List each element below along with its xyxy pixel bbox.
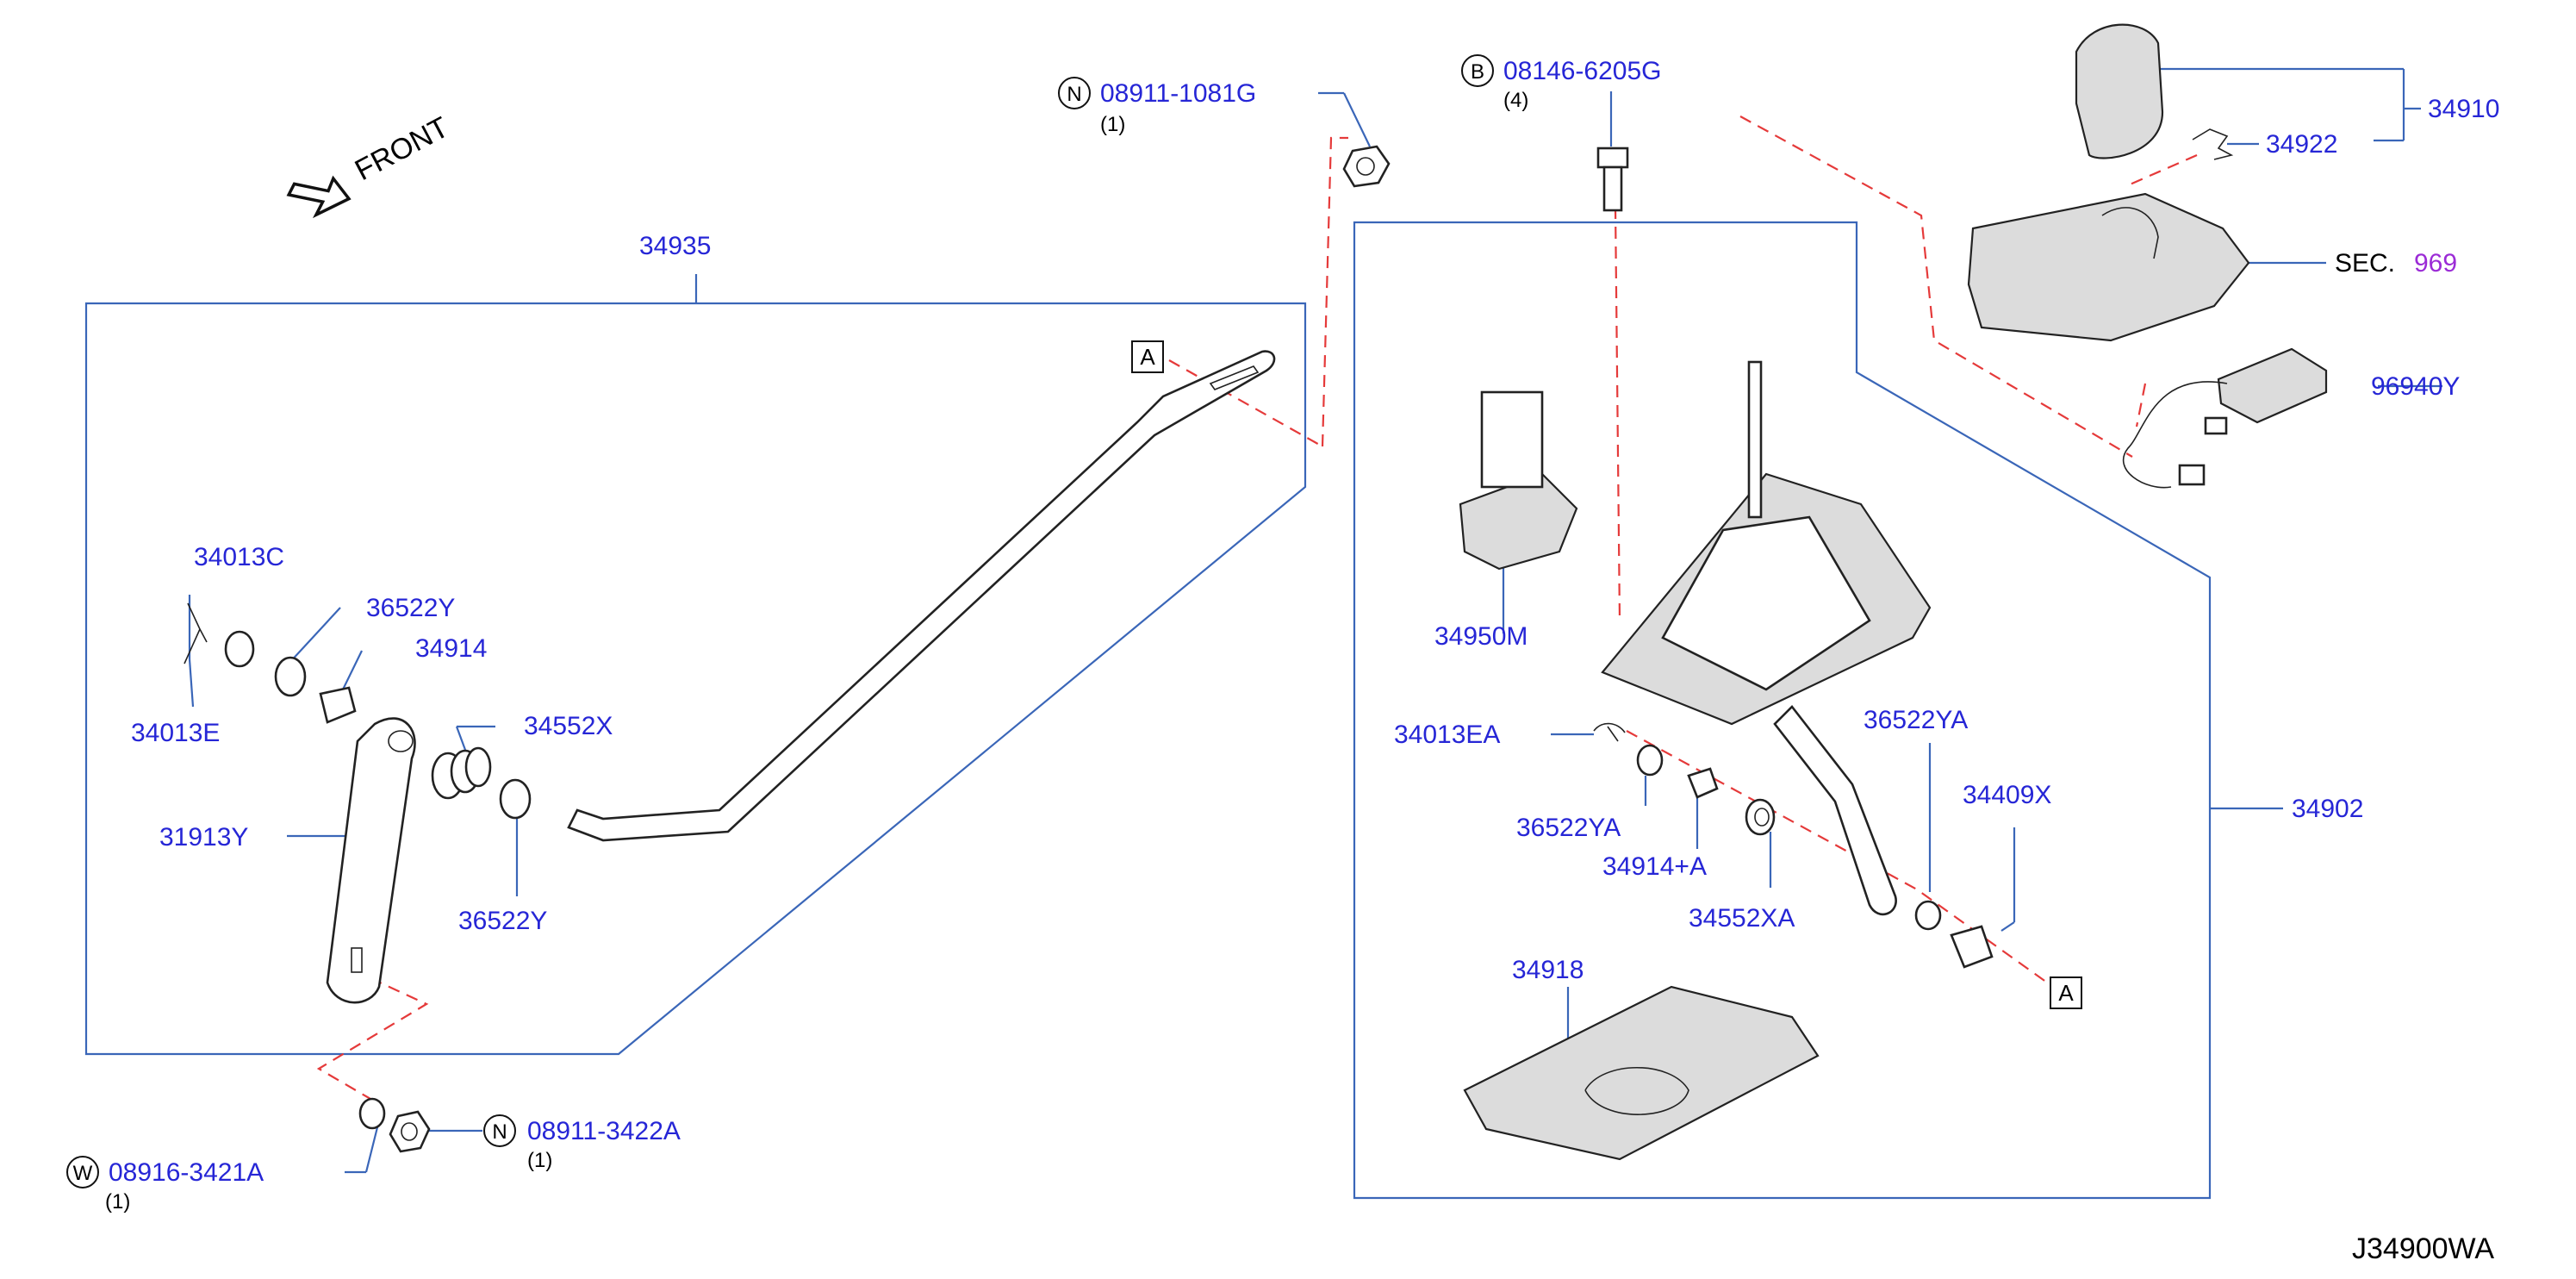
collar-34914-part[interactable]: [319, 686, 357, 724]
svg-text:N: N: [492, 1120, 507, 1144]
fastener-w1-label: 08916-3421A: [109, 1158, 264, 1187]
fastener-n1-label: 08911-1081G: [1100, 79, 1256, 108]
pin-34409x-part[interactable]: [1950, 925, 1994, 969]
part-label-34409x[interactable]: 34409X: [1963, 781, 2051, 809]
cover-34918-part[interactable]: [1463, 985, 1820, 1161]
rod-assembly-box: [84, 302, 1307, 1056]
section-ref[interactable]: SEC. 969: [2335, 249, 2457, 278]
section-ref-prefix: SEC.: [2335, 249, 2395, 278]
washer-36522ya-left-part[interactable]: [1636, 744, 1664, 777]
part-label-31913y[interactable]: 31913Y: [159, 823, 248, 852]
part-label-34013e[interactable]: 34013E: [131, 719, 220, 747]
washer-36522ya-right-part[interactable]: [1914, 900, 1942, 931]
fastener-n1[interactable]: N 08911-1081G (1): [1058, 77, 1256, 136]
svg-text:A: A: [1140, 344, 1155, 370]
washer-08916-3421a-part[interactable]: [358, 1097, 386, 1130]
part-label-34914[interactable]: 34914: [415, 634, 487, 663]
fastener-n2-qty: (1): [527, 1149, 552, 1172]
svg-text:A: A: [2058, 980, 2074, 1006]
bushing-34552xa-part[interactable]: [1745, 798, 1776, 836]
indicator-harness-part[interactable]: [2122, 347, 2328, 489]
lever-arm-part[interactable]: [326, 717, 416, 1004]
solenoid-34950m-part[interactable]: [1459, 472, 1578, 571]
ref-marker-a-bottom: A: [2050, 976, 2082, 1009]
clip-34013ea-part[interactable]: [1593, 722, 1626, 742]
fastener-n2[interactable]: N 08911-3422A (1): [483, 1114, 681, 1172]
nut-08911-1081g-part[interactable]: [1342, 145, 1391, 188]
shifter-assembly-box: [1353, 221, 2212, 1200]
part-label-34910[interactable]: 34910: [2428, 95, 2499, 123]
part-label-36522ya-left[interactable]: 36522YA: [1516, 814, 1621, 842]
bolt-08146-6205g-part[interactable]: [1596, 147, 1629, 212]
part-label-34922[interactable]: 34922: [2266, 130, 2337, 159]
knob-button-part[interactable]: [2192, 128, 2234, 160]
svg-text:N: N: [1067, 83, 1081, 106]
diagram-code: J34900WA: [2352, 1232, 2494, 1265]
part-label-34918[interactable]: 34918: [1512, 956, 1584, 984]
part-label-96940y[interactable]: 96940Y: [2371, 372, 2460, 401]
leader-lines: [188, 67, 2442, 1174]
parts-artwork: [184, 23, 2328, 1161]
washer-36522y-top-part[interactable]: [274, 656, 307, 697]
fastener-b1-label: 08146-6205G: [1503, 57, 1662, 85]
part-label-36522y-top[interactable]: 36522Y: [366, 594, 455, 622]
console-finisher-part[interactable]: [1967, 192, 2250, 342]
shifter-device-part[interactable]: [1601, 360, 1932, 916]
washer-34013c-part[interactable]: [224, 630, 255, 668]
fastener-w1-qty: (1): [105, 1190, 130, 1213]
fastener-b1[interactable]: B 08146-6205G (4): [1461, 54, 1662, 112]
part-label-36522ya-right[interactable]: 36522YA: [1864, 706, 1968, 734]
fastener-b1-qty: (4): [1503, 89, 1528, 112]
part-label-34552x[interactable]: 34552X: [524, 712, 613, 740]
svg-text:W: W: [73, 1162, 93, 1185]
section-ref-number: 969: [2414, 249, 2457, 278]
shift-knob-part[interactable]: [2075, 23, 2164, 159]
fastener-n2-label: 08911-3422A: [527, 1117, 681, 1145]
front-label: FRONT: [350, 111, 454, 188]
part-label-34902[interactable]: 34902: [2292, 795, 2363, 823]
clip-34013-part[interactable]: [184, 602, 208, 664]
fastener-n1-qty: (1): [1100, 113, 1125, 136]
assembly-lines: [316, 115, 2198, 1100]
part-labels: 34935 34013C 36522Y 34914 34013E 34552X …: [131, 95, 2499, 984]
front-arrow-icon: FRONT: [286, 111, 454, 219]
part-label-34013ea[interactable]: 34013EA: [1394, 721, 1500, 749]
part-label-34013c[interactable]: 34013C: [194, 543, 284, 571]
part-label-36522y-bottom[interactable]: 36522Y: [458, 907, 547, 935]
washer-36522y-bottom-part[interactable]: [499, 778, 532, 820]
svg-text:B: B: [1471, 60, 1484, 84]
part-label-34935[interactable]: 34935: [639, 232, 711, 260]
ref-marker-a-top: A: [1131, 340, 1164, 373]
nut-08911-3422a-part[interactable]: [389, 1110, 431, 1153]
bushing-34552x-part[interactable]: [431, 746, 492, 800]
control-rod-part[interactable]: [567, 350, 1276, 842]
collar-34914a-part[interactable]: [1687, 767, 1719, 799]
part-label-34914a[interactable]: 34914+A: [1602, 852, 1707, 881]
part-label-34950m[interactable]: 34950M: [1434, 622, 1528, 651]
fastener-w1[interactable]: W 08916-3421A (1): [66, 1156, 264, 1213]
part-label-34552xa[interactable]: 34552XA: [1689, 904, 1795, 933]
